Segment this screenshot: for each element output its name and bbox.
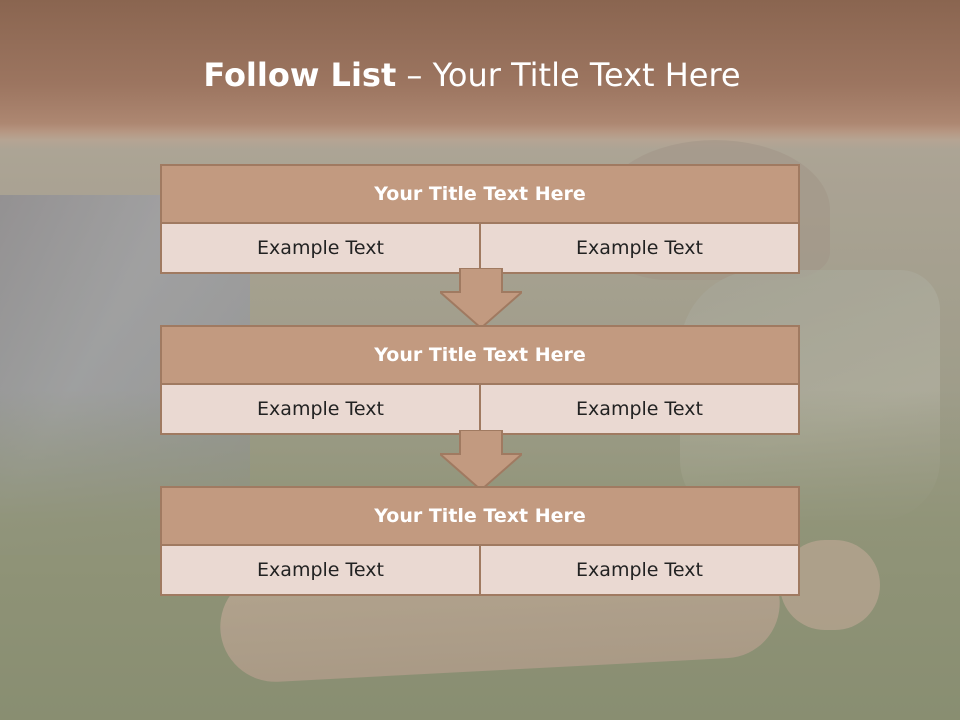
- step-block-1: Your Title Text Here Example Text Exampl…: [160, 164, 800, 274]
- down-arrow-icon: [440, 430, 522, 490]
- step-heading: Your Title Text Here: [162, 488, 798, 546]
- down-arrow-icon: [440, 268, 522, 328]
- step-text-right: Example Text: [479, 385, 798, 433]
- title-rest: – Your Title Text Here: [406, 56, 741, 94]
- title-bold: Follow List: [203, 56, 397, 94]
- step-text-left: Example Text: [257, 398, 384, 420]
- step-text-right: Example Text: [479, 546, 798, 594]
- step-row: Example Text Example Text: [162, 224, 798, 272]
- step-text-left: Example Text: [257, 237, 384, 259]
- step-row: Example Text Example Text: [162, 385, 798, 433]
- step-heading: Your Title Text Here: [162, 327, 798, 385]
- slide-title: Follow List – Your Title Text Here: [0, 56, 944, 94]
- step-block-2: Your Title Text Here Example Text Exampl…: [160, 325, 800, 435]
- step-block-3: Your Title Text Here Example Text Exampl…: [160, 486, 800, 596]
- step-row: Example Text Example Text: [162, 546, 798, 594]
- step-text-left: Example Text: [257, 559, 384, 581]
- step-heading: Your Title Text Here: [162, 166, 798, 224]
- step-text-right: Example Text: [479, 224, 798, 272]
- title-band: [0, 0, 960, 140]
